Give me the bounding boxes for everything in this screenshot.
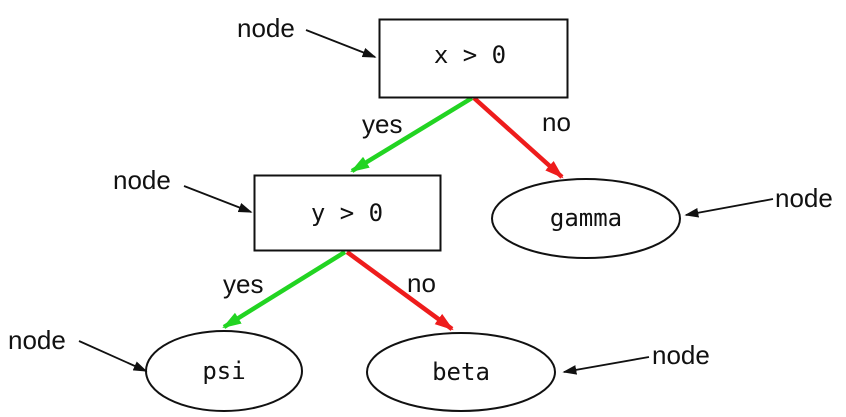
root-node-label: x > 0 (434, 41, 506, 69)
annotation-label-beta: node (652, 340, 710, 370)
annotation-label-child: node (113, 165, 171, 195)
beta-node-ellipse (366, 332, 556, 412)
edge-label-yes: yes (362, 109, 402, 139)
annotation-label-gamma: node (775, 183, 833, 213)
root-node-box (378, 18, 569, 99)
psi-node-label: psi (202, 357, 245, 385)
beta-node-label: beta (432, 358, 490, 386)
no-edge-root-to-gamma (472, 96, 564, 179)
edge-label-no: no (542, 107, 571, 137)
annotation-label-psi: node (8, 325, 66, 355)
child-node-box (253, 174, 442, 252)
edge-label-no: no (407, 268, 436, 298)
annotation-label-root: node (237, 13, 295, 43)
annotation-arrow-root (305, 29, 377, 58)
gamma-node-ellipse (491, 178, 681, 259)
child-node-label: y > 0 (311, 199, 383, 227)
no-edge-child-to-beta (345, 250, 454, 331)
annotation-arrow-child (183, 185, 253, 213)
yes-edge-root-to-child (350, 96, 474, 173)
annotation-arrow-gamma (684, 198, 774, 218)
annotation-arrow-psi (78, 340, 148, 372)
gamma-node-label: gamma (550, 204, 622, 232)
edge-label-yes: yes (223, 269, 263, 299)
yes-edge-child-to-psi (222, 250, 347, 329)
annotation-arrow-beta (562, 356, 650, 375)
